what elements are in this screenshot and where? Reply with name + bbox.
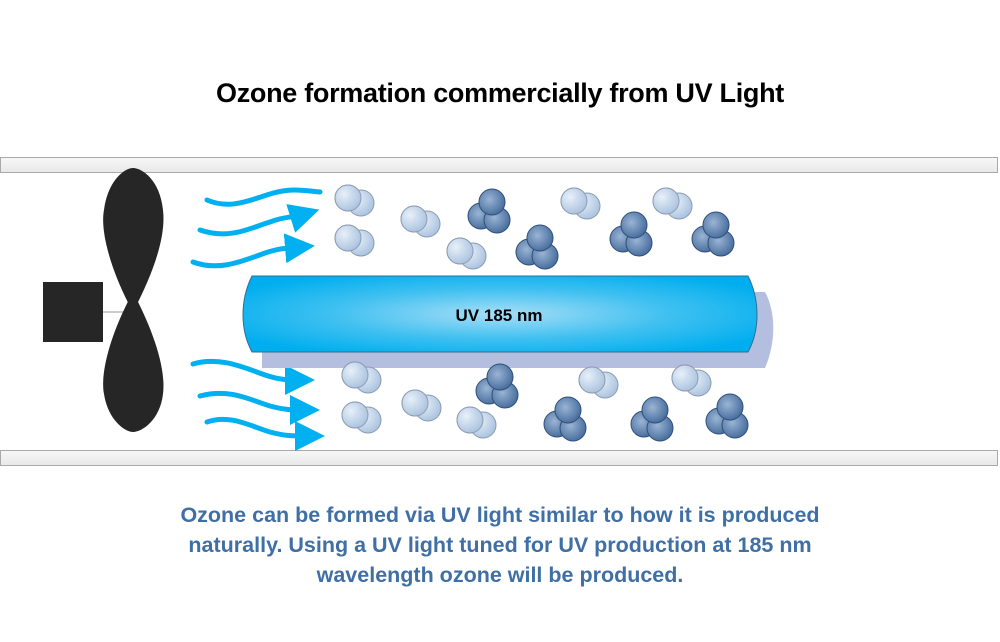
fan-icon [43,168,164,432]
caption-line: naturally. Using a UV light tuned for UV… [188,533,812,557]
airflow-arrows-top [190,187,323,269]
pipe-wall-bottom [0,450,998,466]
caption-line: wavelength ozone will be produced. [316,563,684,587]
uv-lamp [242,275,758,353]
caption-line: Ozone can be formed via UV light similar… [180,503,820,527]
pipe-wall-top [0,157,998,173]
molecules-top [334,184,735,270]
diagram-title: Ozone formation commercially from UV Lig… [216,78,784,108]
caption: Ozone can be formed via UV light similar… [100,500,900,590]
airflow-arrows-bottom [190,358,325,451]
molecules-bottom [341,361,749,442]
uv-lamp-label: UV 185 nm [455,306,543,325]
